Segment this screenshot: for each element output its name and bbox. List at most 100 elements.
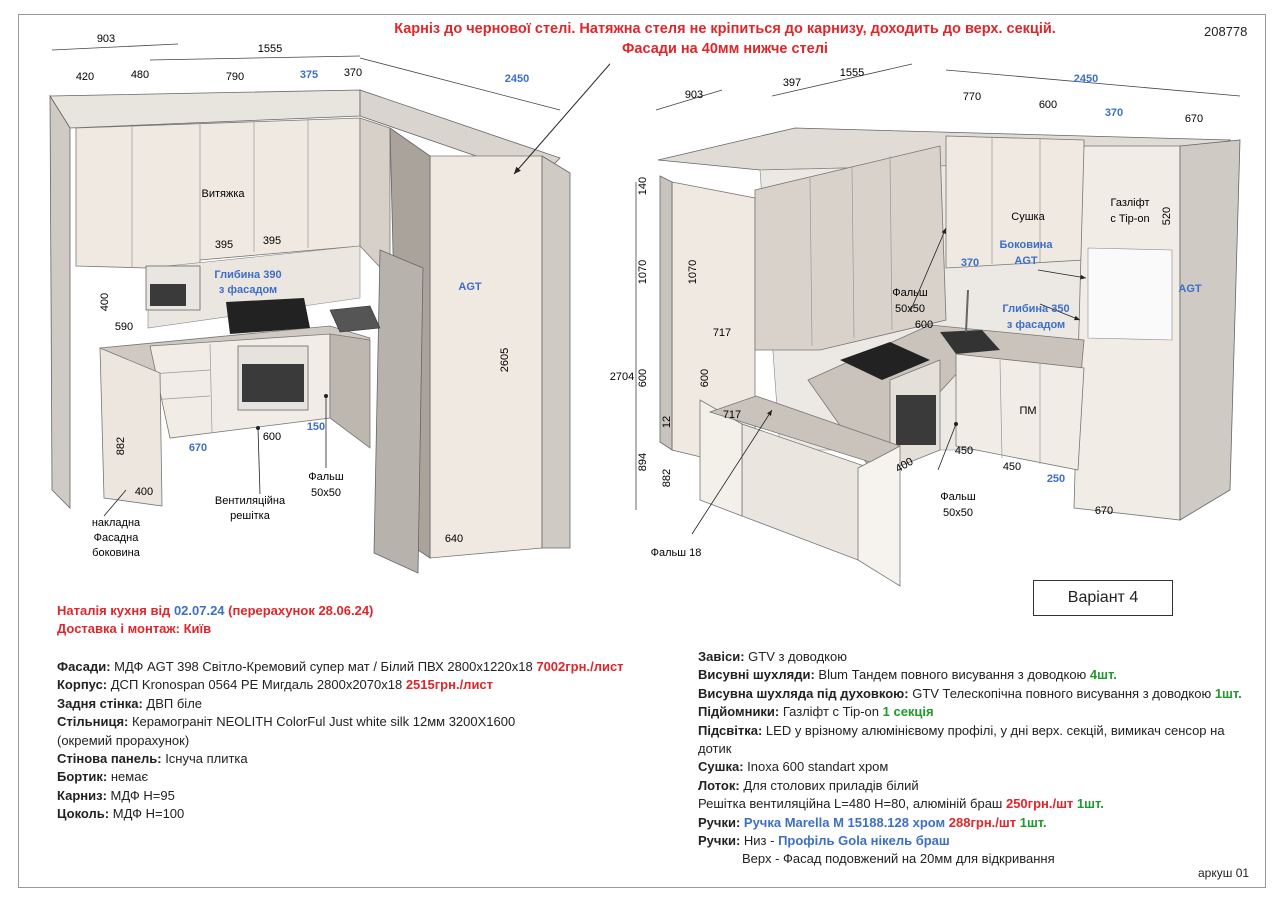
gaslift-line1: Газліфт	[1111, 197, 1150, 209]
dim-903: 903	[97, 33, 115, 45]
spec-drawers: Висувні шухляди: Blum Тандем повного вис…	[698, 667, 1117, 683]
spec-back-panel: Задня стінка: ДВП біле	[57, 695, 203, 711]
agt-label: AGT	[458, 281, 482, 293]
overlay-side-line2: Фасадна	[94, 532, 140, 544]
dim-640: 640	[445, 533, 463, 545]
dim-600-left: 600	[637, 369, 649, 387]
spec-dryer: Сушка: Inoxa 600 standart хром	[698, 759, 889, 775]
order-recalc: (перерахунок 28.06.24)	[224, 603, 374, 618]
hood-label: Витяжка	[201, 188, 245, 200]
dim-520: 520	[1161, 207, 1173, 225]
spec-countertop: Стільниця: Керамограніт NEOLITH ColorFul…	[57, 714, 516, 730]
spec-lighting-cont: дотик	[698, 741, 732, 757]
variant-box: Варіант 4	[1033, 580, 1173, 616]
dim-790: 790	[226, 71, 244, 83]
false-panel-line1: Фальш	[308, 471, 344, 483]
false1-line2: 50x50	[895, 303, 925, 315]
dim-400-bottom: 400	[135, 486, 153, 498]
dim-770: 770	[963, 91, 981, 103]
spec-handles: Ручки: Ручка Marella M 15188.128 хром 28…	[698, 814, 1047, 830]
dim-250: 250	[1047, 473, 1065, 485]
dim-882: 882	[661, 469, 673, 487]
dim-375: 375	[300, 69, 318, 81]
depth-390-line1: Глибина 390	[214, 269, 281, 281]
depth-350-line2: з фасадом	[1007, 319, 1065, 331]
dim-397: 397	[783, 77, 801, 89]
sheet-number: аркуш 01	[1198, 866, 1250, 880]
depth-390-line2: з фасадом	[219, 284, 277, 296]
dim-670: 670	[1185, 113, 1203, 125]
dim-150: 150	[307, 421, 325, 433]
side-agt-line2: AGT	[1014, 255, 1038, 267]
dim-400-vertical: 400	[99, 293, 111, 311]
gaslift-line2: с Tip-on	[1110, 213, 1149, 225]
dim-2450: 2450	[505, 73, 529, 85]
dim-1070-left: 1070	[637, 260, 649, 284]
spec-border: Бортик: немає	[57, 769, 149, 785]
spec-grille: Решітка вентиляційна L=480 H=80, алюміні…	[698, 796, 1104, 812]
spec-plinth: Цоколь: МДФ Н=100	[57, 806, 185, 822]
false2-line2: 50x50	[943, 507, 973, 519]
spec-tray: Лоток: Для столових приладів білий	[698, 777, 919, 793]
false2-line1: Фальш	[940, 491, 976, 503]
dim-2605: 2605	[499, 348, 511, 372]
order-date: 02.07.24	[173, 603, 225, 618]
spec-cornice: Карниз: МДФ Н=95	[57, 787, 175, 803]
dim-670: 670	[189, 442, 207, 454]
dishwasher-label: ПМ	[1019, 405, 1036, 417]
specs-left: Фасади: МДФ AGT 398 Світло-Кремовий супе…	[57, 658, 624, 824]
dim-600: 600	[263, 431, 281, 443]
false-panel-line2: 50x50	[311, 487, 341, 499]
dim-450-left: 450	[955, 445, 973, 457]
spec-handles-top: Верх - Фасад подовжений на 20мм для відк…	[742, 851, 1055, 867]
dim-600: 600	[1039, 99, 1057, 111]
spec-wall-panel: Стінова панель: Існуча плитка	[57, 751, 248, 767]
dim-1555: 1555	[840, 67, 864, 79]
header-note-line1: Карніз до чернової стелі. Натяжна стеля …	[394, 21, 1056, 37]
dim-1555: 1555	[258, 43, 282, 55]
dim-1070-inner: 1070	[687, 260, 699, 284]
false18-label: Фальш 18	[651, 547, 702, 559]
spec-hinges: Завіси: GTV з доводкою	[698, 649, 847, 664]
dim-717-top: 717	[713, 327, 731, 339]
depth-350-line1: Глибина 350	[1002, 303, 1069, 315]
dim-600-inner: 600	[699, 369, 711, 387]
dim-894: 894	[637, 453, 649, 471]
spec-lighting: Підсвітка: LED у врізному алюмінієвому п…	[698, 722, 1225, 738]
dim-903: 903	[685, 89, 703, 101]
vent-grille-line2: решітка	[230, 510, 271, 522]
dim-2450: 2450	[1074, 73, 1098, 85]
dryer-label: Сушка	[1011, 211, 1045, 223]
order-code: 208778	[1204, 24, 1248, 39]
side-agt-line1: Боковина	[1000, 239, 1054, 251]
dim-717-bottom: 717	[723, 409, 741, 421]
false1-line1: Фальш	[892, 287, 928, 299]
spec-countertop-note: (окремий прорахунок)	[57, 732, 190, 748]
dim-395b: 395	[263, 235, 281, 247]
specs-right: Завіси: GTV з доводкою Висувні шухляди: …	[698, 648, 1242, 869]
spec-facades: Фасади: МДФ AGT 398 Світло-Кремовий супе…	[57, 659, 624, 674]
dim-395a: 395	[215, 239, 233, 251]
header-note-line2: Фасади на 40мм нижче стелі	[622, 41, 828, 57]
agt-label-right: AGT	[1178, 283, 1202, 295]
dim-420: 420	[76, 71, 94, 83]
order-title-prefix: Наталія кухня від	[57, 603, 174, 618]
spec-handles-profile: Ручки: Низ - Профіль Gola нікель браш	[698, 833, 950, 849]
spec-oven-drawer: Висувна шухляда під духовкою: GTV Телеск…	[698, 685, 1242, 701]
order-info: Наталія кухня від 02.07.24 (перерахунок …	[57, 602, 373, 639]
header-note: Карніз до чернової стелі. Натяжна стеля …	[330, 19, 1120, 59]
dim-600-hob: 600	[915, 319, 933, 331]
dim-670-bottom: 670	[1095, 505, 1113, 517]
overlay-side-line1: накладна	[92, 517, 141, 529]
dim-480: 480	[131, 69, 149, 81]
order-title: Наталія кухня від 02.07.24 (перерахунок …	[57, 602, 373, 620]
dim-450-right: 450	[1003, 461, 1021, 473]
overlay-side-line3: боковина	[92, 547, 141, 559]
dim-370: 370	[344, 67, 362, 79]
order-delivery: Доставка і монтаж: Київ	[57, 621, 212, 637]
sheet-frame	[18, 14, 1266, 888]
dim-370: 370	[1105, 107, 1123, 119]
spec-lifts: Підйомники: Газліфт с Tip-on 1 секція	[698, 704, 934, 720]
left-kitchen-view: 903 1555 2450 420 480 790 375 370 Витяжк…	[49, 33, 610, 574]
dim-12: 12	[661, 416, 673, 428]
